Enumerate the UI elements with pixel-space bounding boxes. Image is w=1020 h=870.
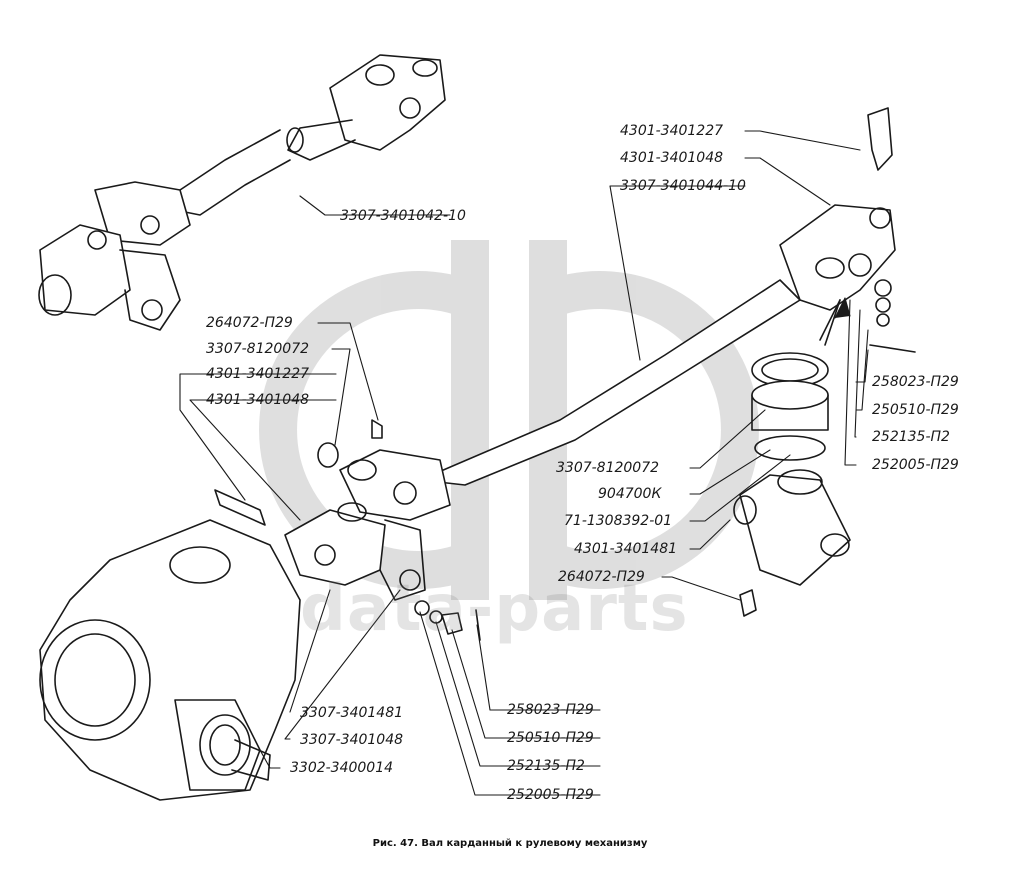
callout-4301-3401227-left: 4301-3401227 — [206, 366, 310, 382]
callout-250510-p29-bottom: 250510-П29 — [507, 730, 594, 746]
steering-gear — [39, 519, 301, 801]
callout-252135-p2-right: 252135-П2 — [872, 429, 950, 445]
callout-4301-3401481: 4301-3401481 — [574, 541, 678, 557]
callout-4301-3401048-left: 4301-3401048 — [206, 392, 310, 408]
callout-258023-p29-bottom: 258023-П29 — [507, 702, 594, 718]
callout-4301-3401048-top: 4301-3401048 — [620, 150, 724, 166]
callout-3307-3401048: 3307-3401048 — [300, 732, 404, 748]
callout-258023-p29-right: 258023-П29 — [872, 374, 959, 390]
callout-3307-3401042-10: 3307-3401042-10 — [340, 208, 466, 224]
callout-264072-p29-right: 264072-П29 — [558, 569, 645, 585]
right-hardware — [824, 107, 916, 353]
center-yoke — [214, 419, 481, 641]
upper-shaft-assembly — [38, 54, 446, 331]
callout-252005-p29-right: 252005-П29 — [872, 457, 959, 473]
callout-250510-p29-right: 250510-П29 — [872, 402, 959, 418]
watermark-logo — [259, 240, 759, 600]
seal-group — [733, 352, 851, 617]
callout-4301-3401227-top: 4301-3401227 — [620, 123, 724, 139]
callout-3307-8120072-right: 3307-8120072 — [556, 460, 660, 476]
callout-71-1308392-01: 71-1308392-01 — [564, 513, 673, 529]
main-shaft — [419, 204, 896, 486]
watermark-text: data-parts — [300, 572, 689, 646]
callout-252005-p29-bottom: 252005-П29 — [507, 787, 594, 803]
callout-904700k: 904700К — [598, 486, 662, 502]
callout-3307-3401481: 3307-3401481 — [300, 705, 404, 721]
figure-caption: Рис. 47. Вал карданный к рулевому механи… — [372, 838, 648, 849]
callout-3302-3400014: 3302-3400014 — [290, 760, 394, 776]
callout-252135-p2-bottom: 252135-П2 — [507, 758, 585, 774]
callout-264072-p29-left: 264072-П29 — [206, 315, 293, 331]
callout-3307-8120072-left: 3307-8120072 — [206, 341, 310, 357]
callout-3307-3401044-10: 3307-3401044-10 — [620, 178, 746, 194]
leader-lines — [179, 130, 869, 796]
